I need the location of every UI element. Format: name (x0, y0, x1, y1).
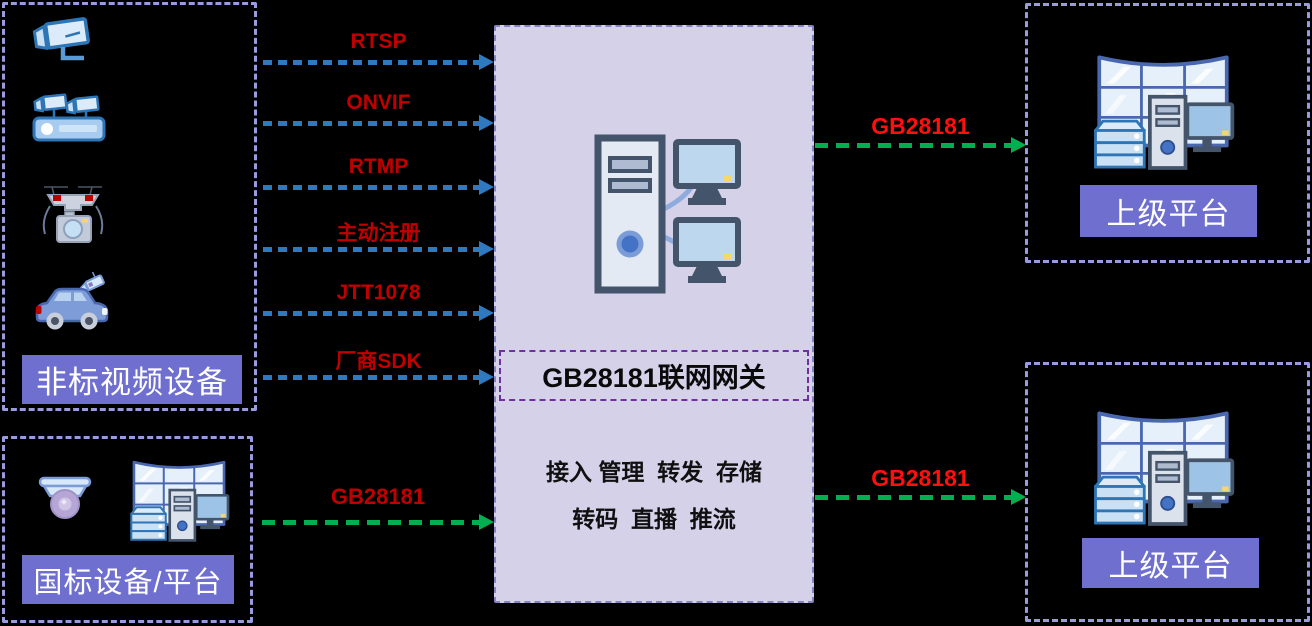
upper-platform-box-top (1025, 3, 1310, 263)
arrow-label: JTT1078 (336, 281, 421, 304)
upper-platform-box-bottom (1025, 362, 1310, 622)
gateway-box (494, 25, 814, 603)
non-standard-devices-label: 非标视频设备 (22, 355, 242, 404)
arrow-label: 主动注册 (336, 222, 421, 245)
video-wall-platform-icon (1088, 40, 1238, 176)
arrow-label: 厂商SDK (335, 350, 422, 373)
arrowhead-icon (479, 115, 494, 131)
arrowhead-icon (479, 514, 494, 530)
dashed-line (263, 121, 481, 126)
arrowhead-icon (1011, 137, 1026, 153)
arrow-label: GB28181 (330, 484, 426, 509)
gateway-features-line1: 接入 管理 转发 存储 (546, 459, 762, 485)
dashed-line (263, 375, 481, 380)
arrowhead-icon (479, 369, 494, 385)
gateway-features-line2: 转码 直播 推流 (572, 506, 736, 532)
upper-platform-label-top: 上级平台 (1080, 185, 1257, 237)
arrowhead-icon (479, 241, 494, 257)
dome-camera-icon (38, 476, 92, 519)
arrowhead-icon (479, 179, 494, 195)
arrowhead-icon (479, 54, 494, 70)
gateway-title: GB28181联网网关 (499, 350, 809, 401)
bullet-camera-icon (32, 17, 90, 61)
gateway-server-icon (594, 134, 741, 294)
dashed-line (815, 495, 1013, 500)
dashed-line (263, 311, 481, 316)
dashed-line (263, 247, 481, 252)
arrow-label: RTSP (350, 30, 407, 53)
nvr-cameras-icon (32, 93, 106, 142)
dashed-line (262, 520, 481, 525)
arrowhead-icon (479, 305, 494, 321)
gb-devices-label: 国标设备/平台 (22, 555, 234, 604)
non-standard-devices-box (2, 2, 257, 411)
arrow-label: GB28181 (871, 465, 970, 491)
gb-devices-box (2, 436, 253, 623)
dashed-line (263, 60, 481, 65)
arrow-label: ONVIF (346, 91, 411, 114)
arrow-label: GB28181 (871, 113, 970, 139)
drone-camera-icon (42, 186, 104, 243)
vehicle-camera-icon (35, 271, 109, 330)
video-wall-platform-icon (1088, 396, 1238, 532)
dashed-line (815, 143, 1013, 148)
dashed-line (263, 185, 481, 190)
arrowhead-icon (1011, 489, 1026, 505)
video-wall-platform-icon (126, 450, 232, 546)
arrow-label: RTMP (348, 155, 409, 178)
upper-platform-label-bottom: 上级平台 (1082, 538, 1259, 588)
